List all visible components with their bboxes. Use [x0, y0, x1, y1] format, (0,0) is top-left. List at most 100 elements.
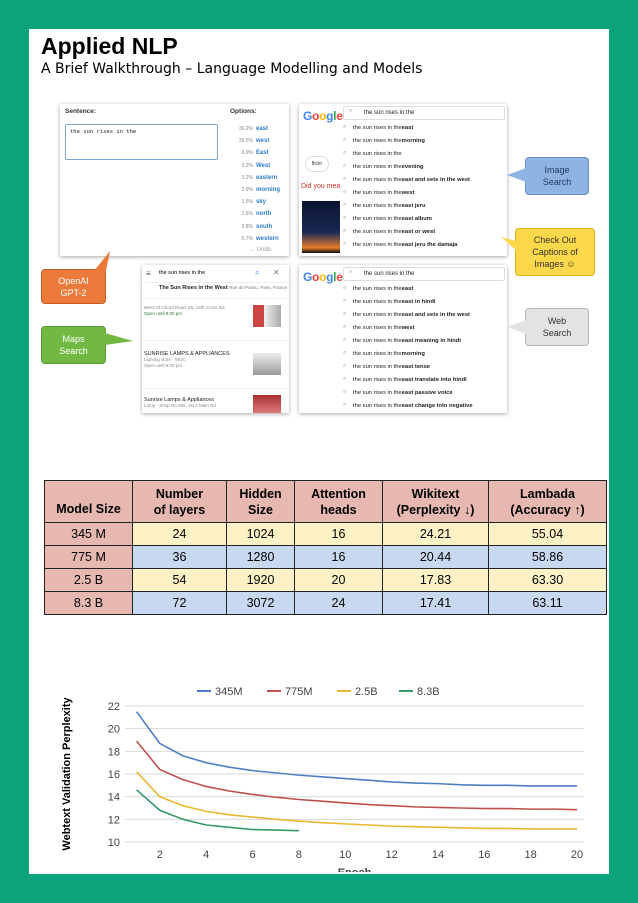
- search-icon[interactable]: ⌕: [255, 268, 260, 277]
- option-word: eastern: [256, 174, 278, 181]
- x-tick-label: 16: [478, 849, 490, 861]
- suggestion-item[interactable]: ⌕the sun rises in the: [343, 150, 402, 157]
- table-cell: 8.3 B: [44, 591, 133, 615]
- table-cell: 63.11: [488, 591, 607, 615]
- suggestion-item[interactable]: ⌕the sun rises in the east in hindi: [343, 298, 436, 305]
- series-line-775M: [135, 740, 578, 811]
- table-cell: 55.04: [488, 522, 607, 546]
- table-cell: 24: [132, 522, 227, 546]
- table-cell: 63.30: [488, 568, 607, 592]
- option-word: east: [256, 126, 269, 133]
- list-item[interactable]: Sunrise Lamps & Appliances Lamp · Shop N…: [144, 393, 287, 413]
- option-item[interactable]: 0.7%western: [232, 233, 288, 245]
- option-probability: 6.9%: [241, 150, 253, 157]
- option-probability: 36.2%: [238, 126, 253, 133]
- suggestion-item[interactable]: ⌕the sun rises in the east: [343, 124, 414, 131]
- option-item[interactable]: 1.6%north: [232, 208, 288, 220]
- option-item[interactable]: 6.9%East: [232, 147, 288, 159]
- suggestion-item[interactable]: ⌕the sun rises in the east and sets in t…: [343, 176, 470, 183]
- callout-pointer: [501, 237, 516, 250]
- suggestion-item[interactable]: ⌕the sun rises in the evening: [343, 163, 424, 170]
- option-item[interactable]: 36.2%east: [232, 123, 288, 135]
- suggestion-item[interactable]: ⌕the sun rises in the east passive voice: [343, 389, 453, 396]
- search-input[interactable]: the sun rises in the: [343, 267, 505, 281]
- suggestion-list: ⌕the sun rises in the east ⌕the sun rises…: [343, 121, 507, 251]
- option-probability: 35.5%: [238, 138, 253, 145]
- table-cell: 20: [294, 568, 383, 592]
- option-word: south: [256, 223, 273, 230]
- suggestion-item[interactable]: ⌕the sun rises in the east translate int…: [343, 376, 467, 383]
- maps-search-bar[interactable]: ≡ the sun rises in the ⌕ ✕: [142, 265, 289, 283]
- search-icon: ⌕: [343, 363, 347, 369]
- callout-pointer: [507, 320, 526, 334]
- table-cell: 54: [132, 568, 227, 592]
- callout-web-search: Web Search: [525, 308, 589, 346]
- option-item[interactable]: 3.2%eastern: [232, 172, 288, 184]
- option-item[interactable]: 2.9%morning: [232, 184, 288, 196]
- table-cell: 24.21: [382, 522, 489, 546]
- option-word: East: [256, 150, 269, 157]
- table-cell: 1280: [226, 545, 295, 569]
- option-item[interactable]: 1.5%sky: [232, 196, 288, 208]
- list-item[interactable]: West Of Chord Road, 85, 14th Cross Rd Op…: [144, 301, 287, 341]
- list-item[interactable]: SUNRISE LAMPS & APPLIANCES Lighting stor…: [144, 345, 287, 389]
- option-item[interactable]: 35.5%west: [232, 135, 288, 147]
- search-icon: ⌕: [343, 324, 347, 330]
- image-thumbnail[interactable]: [302, 201, 340, 253]
- legend-label: 2.5B: [355, 686, 378, 698]
- undo-button[interactable]: ← Undo: [249, 247, 272, 253]
- search-icon: ⌕: [343, 241, 347, 247]
- google-web-search-card: Google the sun rises in the ⌕ ⌕the sun r…: [299, 265, 507, 413]
- options-label: Options:: [230, 108, 257, 115]
- suggestion-item[interactable]: ⌕the sun rises in the east jeru the dama…: [343, 241, 458, 248]
- x-tick-label: 10: [339, 849, 351, 861]
- sentence-input[interactable]: the sun rises in the: [65, 124, 218, 160]
- search-icon: ⌕: [349, 108, 353, 114]
- page: Applied NLP A Brief Walkthrough – Langua…: [29, 29, 609, 874]
- suggestion-item[interactable]: ⌕the sun rises in the east tense: [343, 363, 431, 370]
- place-photo[interactable]: [253, 305, 281, 327]
- place-photo[interactable]: [253, 353, 281, 375]
- suggestion-item[interactable]: ⌕the sun rises in the west: [343, 189, 415, 196]
- did-you-mean-text: Did you mea: [301, 183, 341, 190]
- suggestion-list: ⌕the sun rises in the east ⌕the sun rises…: [343, 282, 507, 412]
- suggestion-item[interactable]: ⌕the sun rises in the east meaning in hi…: [343, 337, 461, 344]
- list-item[interactable]: The Sun Rises in the West Rue de Poitou,…: [144, 285, 287, 299]
- place-photo[interactable]: [253, 395, 281, 413]
- search-input[interactable]: the sun rises in the: [343, 106, 505, 120]
- suggestion-item[interactable]: ⌕the sun rises in the morning: [343, 137, 425, 144]
- suggestion-item[interactable]: ⌕the sun rises in the morning: [343, 350, 425, 357]
- search-icon: ⌕: [343, 337, 347, 343]
- close-icon[interactable]: ✕: [273, 268, 280, 277]
- suggestion-item[interactable]: ⌕the sun rises in the west: [343, 324, 415, 331]
- suggestion-item[interactable]: ⌕the sun rises in the east and sets in t…: [343, 311, 470, 318]
- suggestion-item[interactable]: ⌕the sun rises in the east or west: [343, 228, 436, 235]
- table-header-cell: Model Size: [44, 480, 133, 523]
- table-cell: 16: [294, 522, 383, 546]
- callout-pointer: [94, 251, 110, 271]
- y-tick-label: 22: [108, 701, 120, 713]
- x-tick-label: 4: [203, 849, 209, 861]
- y-tick-label: 10: [108, 837, 120, 849]
- option-probability: 3.2%: [241, 162, 253, 169]
- suggestion-item[interactable]: ⌕the sun rises in the east change into n…: [343, 402, 473, 409]
- table-header-cell: Wikitext(Perplexity ↓): [382, 480, 489, 523]
- flickr-chip[interactable]: flickr: [305, 156, 329, 172]
- menu-icon[interactable]: ≡: [146, 269, 151, 278]
- suggestion-item[interactable]: ⌕the sun rises in the east: [343, 285, 414, 292]
- google-logo: Google: [303, 270, 343, 284]
- option-item[interactable]: 3.2%West: [232, 160, 288, 172]
- search-icon: ⌕: [343, 176, 347, 182]
- table-cell: 17.83: [382, 568, 489, 592]
- maps-search-card: ≡ the sun rises in the ⌕ ✕ The Sun Rises…: [142, 265, 289, 413]
- suggestion-item[interactable]: ⌕the sun rises in the east jeru: [343, 202, 426, 209]
- suggestion-item[interactable]: ⌕the sun rises in the east album: [343, 215, 432, 222]
- option-item[interactable]: 0.8%south: [232, 221, 288, 233]
- table-cell: 1024: [226, 522, 295, 546]
- series-line-8.3B: [136, 789, 299, 832]
